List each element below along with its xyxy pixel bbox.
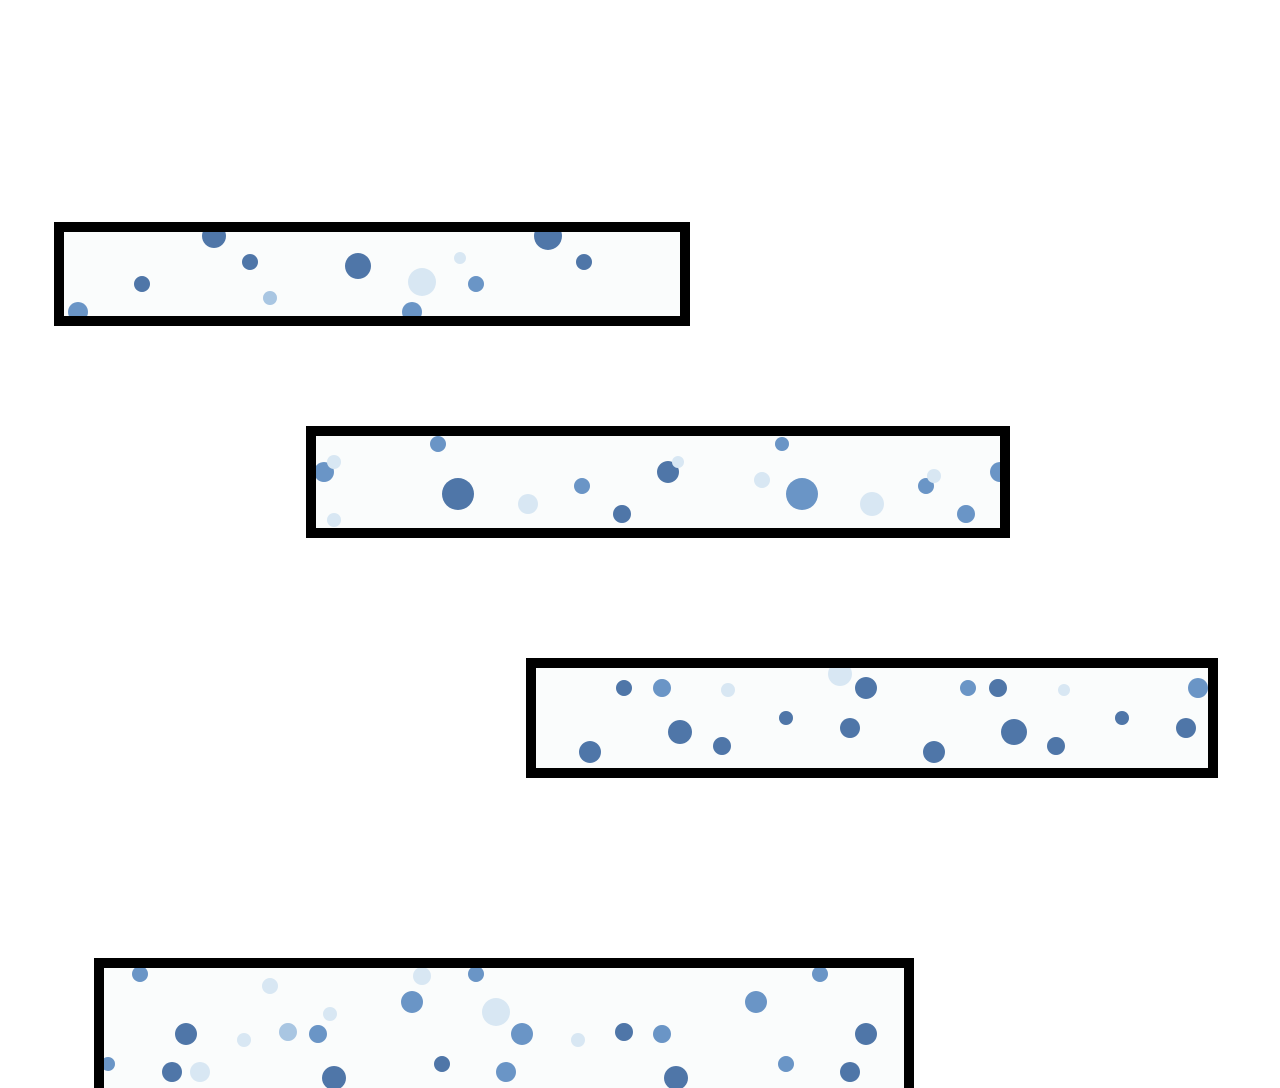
dotted-panel-1 — [54, 222, 690, 326]
polka-dot-pattern — [579, 668, 1208, 763]
polka-dot-pattern — [104, 968, 877, 1088]
polka-dot-pattern — [68, 232, 592, 316]
dotted-panel-3 — [526, 658, 1218, 778]
dotted-panel-4 — [94, 958, 914, 1088]
dotted-panel-2 — [306, 426, 1010, 538]
polka-dot-pattern — [316, 436, 1000, 527]
